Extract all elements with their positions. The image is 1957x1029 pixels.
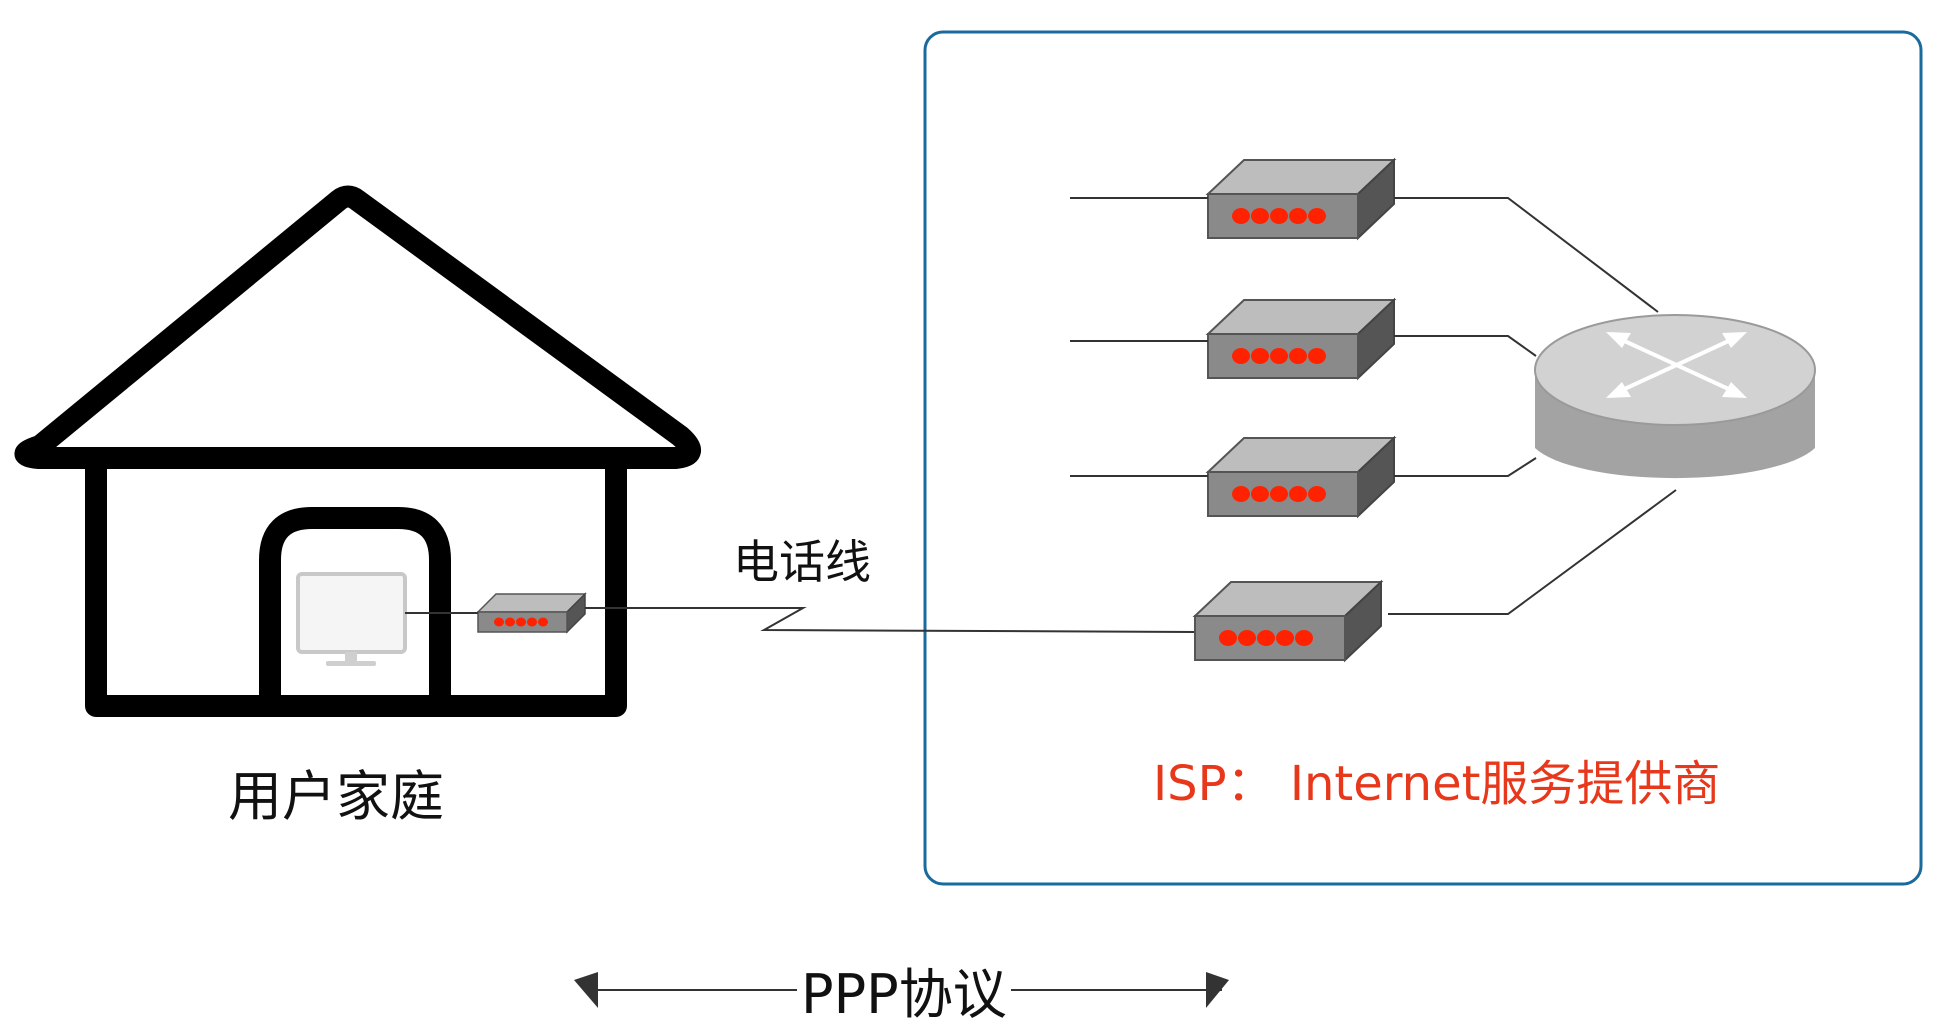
home-modem-icon [476, 592, 587, 634]
house-icon [14, 185, 701, 717]
isp-modem-2 [1207, 299, 1395, 379]
phone-line-label: 电话线 [733, 535, 871, 589]
isp-modem-1 [1207, 159, 1395, 239]
phone-line [585, 607, 1196, 633]
ppp-protocol-label: PPP协议 [797, 950, 1011, 1029]
monitor-icon [296, 572, 407, 666]
house-label: 用户家庭 [228, 765, 444, 828]
isp-box [923, 30, 1923, 886]
router-links [1388, 197, 1677, 615]
router-icon [1534, 314, 1816, 479]
isp-label: ISP： Internet服务提供商 [1153, 756, 1721, 812]
isp-modem-4 [1194, 581, 1382, 661]
isp-modem-3 [1207, 437, 1395, 517]
incoming-lines [1070, 197, 1208, 477]
